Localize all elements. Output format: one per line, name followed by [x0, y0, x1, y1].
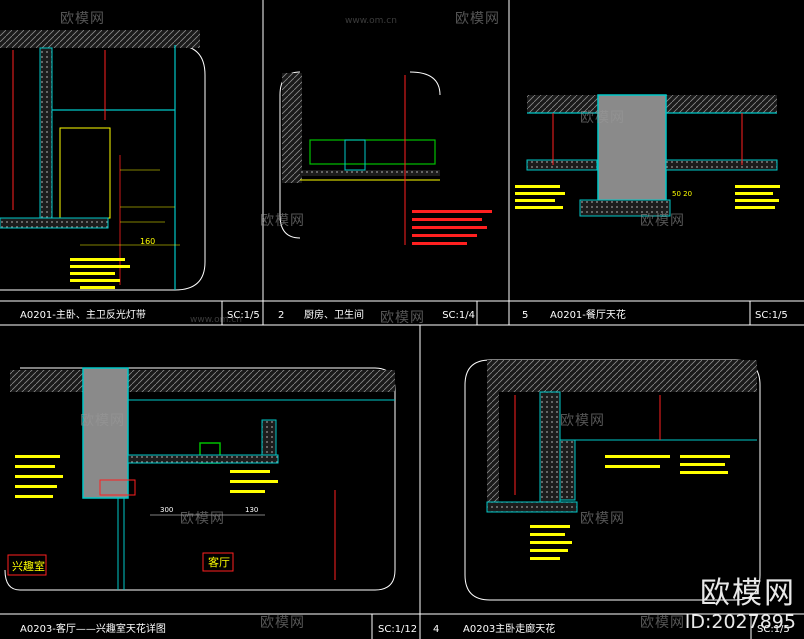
- panel-3-number: 5: [522, 310, 528, 321]
- panel-2-title-row: 2 厨房、卫生间 SC:1/4: [278, 308, 475, 321]
- stamp-id: ID:2027895: [684, 611, 796, 633]
- panel-5-scale: SC:1/5: [757, 624, 790, 635]
- dimension-130: 130: [245, 506, 258, 514]
- detail-living-hobby-ceiling: 300 130 兴趣室 客厅: [4, 367, 396, 591]
- panel-4-title: A0203-客厅——兴趣室天花详图: [20, 622, 166, 635]
- stamp-brand: 欧模网: [700, 576, 796, 611]
- panel-2-number: 2: [278, 310, 284, 321]
- panel-3-scale: SC:1/5: [755, 310, 788, 321]
- panel-4-number: 4: [433, 624, 439, 635]
- panel-1-title-row: A0201-主卧、主卫反光灯带 SC:1/5: [20, 308, 260, 321]
- panel-3-title-row: 5 A0201-餐厅天花 SC:1/5: [522, 308, 788, 321]
- panel-2-title: 厨房、卫生间: [304, 308, 364, 321]
- dimension-50-20: 50 20: [672, 190, 692, 198]
- detail-kitchen-bathroom: [279, 71, 492, 245]
- panel-4-title-row: A0203-客厅——兴趣室天花详图 SC:1/12 4: [20, 622, 439, 635]
- room-label-living: 客厅: [208, 555, 230, 569]
- detail-master-bedroom-light-trough: 160: [0, 30, 206, 291]
- panel-5-title: A0203主卧走廊天花: [463, 622, 555, 635]
- dimension-160: 160: [140, 237, 155, 246]
- detail-dining-ceiling: 50 20: [515, 94, 780, 217]
- panel-2-scale: SC:1/4: [442, 310, 475, 321]
- panel-1-scale: SC:1/5: [227, 310, 260, 321]
- panel-5-title-row: A0203主卧走廊天花 SC:1/5: [463, 622, 790, 635]
- room-label-hobby: 兴趣室: [12, 559, 45, 573]
- panel-3-title: A0201-餐厅天花: [550, 308, 626, 321]
- site-stamp: 欧模网 ID:2027895: [684, 576, 796, 634]
- detail-master-corridor-ceiling: [464, 359, 761, 601]
- panel-1-title: A0201-主卧、主卫反光灯带: [20, 308, 146, 321]
- dimension-300: 300: [160, 506, 173, 514]
- panel-4-scale: SC:1/12: [378, 624, 417, 635]
